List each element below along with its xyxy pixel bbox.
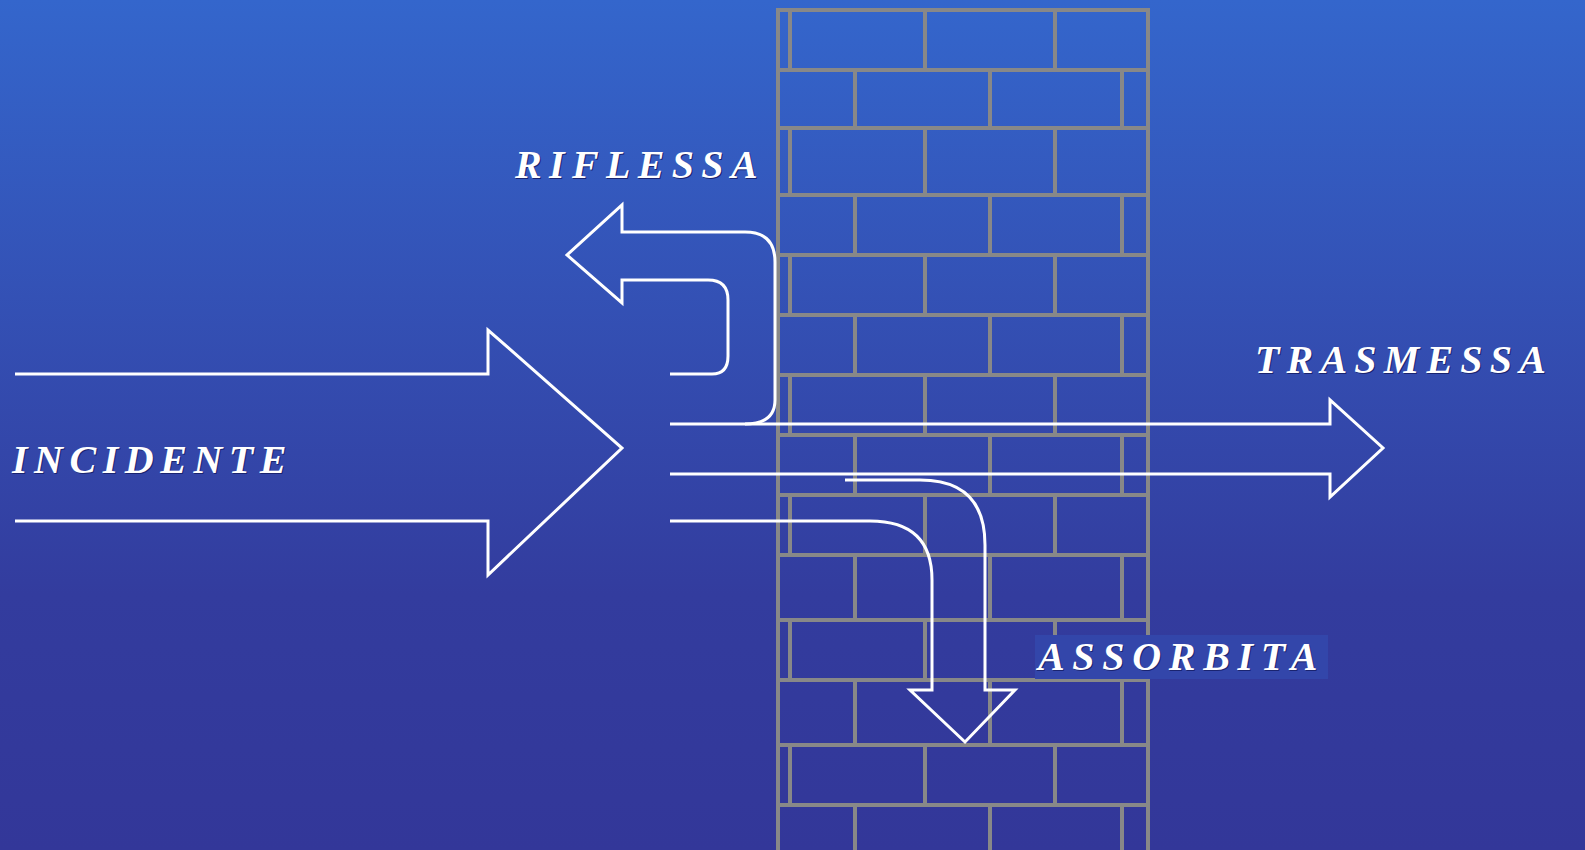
absorbed-arrow [670,480,1015,742]
brick-joint [788,620,792,680]
brick-joint [1120,195,1124,255]
brick-joint [778,373,1148,377]
brick-joint [853,555,857,620]
brick-joint [923,10,927,70]
brick-joint [1053,10,1057,70]
brick-joint [778,313,1148,317]
brick-joint [853,70,857,128]
brick-joint [1053,745,1057,805]
brick-joint [988,805,992,850]
brick-joint [853,435,857,495]
reflected-arrow [567,205,775,424]
brick-joint [923,620,927,680]
brick-joint [1053,495,1057,555]
brick-joint [988,70,992,128]
brick-joint [1120,680,1124,745]
brick-joint [788,255,792,315]
brick-joint [923,375,927,435]
brick-joint [788,128,792,195]
brick-joint [1120,315,1124,375]
brick-joint [988,435,992,495]
brick-joint [923,255,927,315]
brick-joint [1053,375,1057,435]
brick-joint [853,805,857,850]
brick-joint [988,195,992,255]
wall-outline [778,10,1148,850]
transmitted-arrow [670,400,1383,497]
brick-joint [853,195,857,255]
brick-joint [988,315,992,375]
brick-joint [1053,255,1057,315]
brick-wall [778,10,1148,850]
wave-label: TRASMESSA [1255,340,1553,380]
brick-joint [778,493,1148,497]
brick-joint [1120,70,1124,128]
brick-joint [778,743,1148,747]
brick-joint [923,128,927,195]
brick-joint [853,680,857,745]
brick-joint [778,553,1148,557]
wave-label: INCIDENTE [12,440,293,480]
brick-joint [778,68,1148,72]
brick-joint [988,555,992,620]
brick-joint [778,803,1148,807]
brick-joint [778,193,1148,197]
wave-label: ASSORBITA [1035,635,1328,679]
brick-joint [788,745,792,805]
brick-joint [853,315,857,375]
brick-joint [778,618,1148,622]
wave-label: RIFLESSA [515,145,765,185]
brick-joint [778,126,1148,130]
brick-joint [778,433,1148,437]
brick-joint [788,495,792,555]
brick-joint [1053,128,1057,195]
brick-joint [788,10,792,70]
brick-joint [1120,555,1124,620]
brick-joint [778,253,1148,257]
brick-joint [923,745,927,805]
brick-joint [1120,805,1124,850]
brick-joint [1120,435,1124,495]
brick-joint [788,375,792,435]
